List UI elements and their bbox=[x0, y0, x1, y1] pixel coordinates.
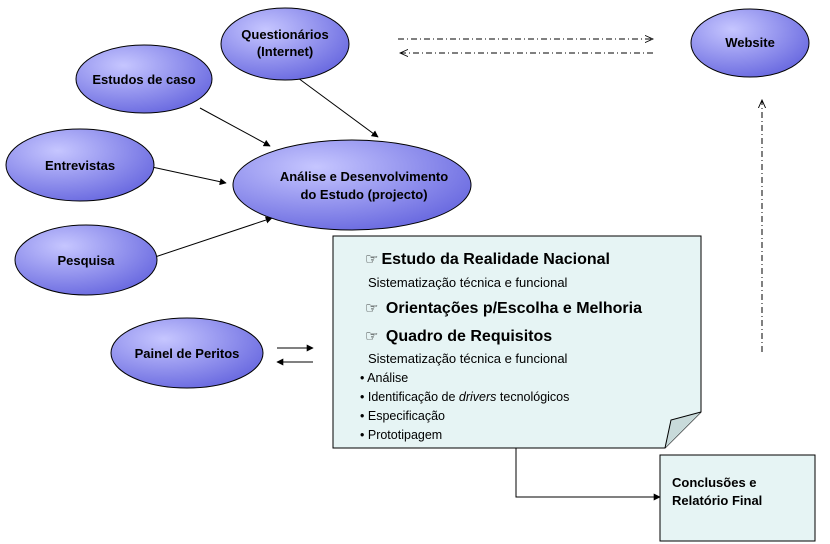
pointing-hand-icon: ☞ bbox=[365, 328, 379, 345]
arrow-pesquisa-analise bbox=[154, 216, 273, 258]
arrow-note-to-conclusoes bbox=[515, 448, 661, 501]
label-analise-1: Análise e Desenvolvimento bbox=[280, 169, 448, 184]
ellipse-estudos-caso: Estudos de caso bbox=[75, 44, 213, 114]
heading-estudo-realidade: ☞Estudo da Realidade Nacional bbox=[365, 250, 610, 269]
arrow-questionarios-analise bbox=[297, 77, 379, 138]
conclusoes-text: Conclusões e Relatório Final bbox=[672, 474, 802, 510]
bullet-identificacao-em: drivers bbox=[458, 390, 497, 404]
label-analise-2: do Estudo (projecto) bbox=[300, 187, 427, 202]
label-questionarios-2: (Internet) bbox=[257, 44, 313, 59]
heading-quadro-requisitos: ☞ Quadro de Requisitos bbox=[365, 327, 552, 346]
requirements-note: ☞Estudo da Realidade Nacional Sistematiz… bbox=[333, 236, 701, 448]
bullet-especificacao-text: Especificação bbox=[367, 409, 445, 423]
pointing-hand-icon: ☞ bbox=[365, 251, 379, 268]
label-estudos-caso: Estudos de caso bbox=[92, 72, 195, 87]
bullet-analise: • Análise bbox=[360, 371, 409, 385]
heading-estudo-realidade-text: Estudo da Realidade Nacional bbox=[381, 251, 610, 268]
ellipse-website: Website bbox=[690, 8, 810, 78]
bullet-identificacao-post: tecnológicos bbox=[496, 390, 570, 404]
heading-orientacoes: ☞ Orientações p/Escolha e Melhoria bbox=[365, 299, 642, 318]
subtext-sistematizacao-2: Sistematização técnica e funcional bbox=[368, 351, 568, 366]
label-entrevistas: Entrevistas bbox=[45, 158, 115, 173]
note-shape bbox=[332, 235, 702, 449]
conclusoes-box bbox=[659, 454, 816, 542]
bullet-identificacao: • Identificação de drivers tecnológicos bbox=[360, 390, 570, 404]
bullet-prototipagem-text: Prototipagem bbox=[367, 428, 443, 442]
bullet-especificacao: • Especificação bbox=[360, 409, 445, 423]
ellipse-analise: Análise e Desenvolvimento do Estudo (pro… bbox=[232, 139, 472, 231]
label-questionarios-1: Questionários bbox=[241, 27, 328, 42]
ellipse-questionarios: Questionários (Internet) bbox=[220, 7, 350, 81]
bullet-identificacao-pre: Identificação de bbox=[367, 390, 459, 404]
bullet-analise-text: Análise bbox=[367, 371, 409, 385]
label-pesquisa: Pesquisa bbox=[57, 253, 115, 268]
conclusoes-line-2: Relatório Final bbox=[672, 493, 763, 508]
subtext-sistematizacao-1: Sistematização técnica e funcional bbox=[368, 275, 568, 290]
label-painel-peritos: Painel de Peritos bbox=[135, 346, 240, 361]
bullet-prototipagem: • Prototipagem bbox=[360, 428, 443, 442]
ellipse-entrevistas: Entrevistas bbox=[5, 128, 155, 202]
label-website: Website bbox=[725, 35, 775, 50]
heading-quadro-requisitos-text: Quadro de Requisitos bbox=[385, 328, 553, 345]
heading-orientacoes-text: Orientações p/Escolha e Melhoria bbox=[385, 300, 642, 317]
conclusoes-line-1: Conclusões e bbox=[672, 475, 757, 490]
ellipse-pesquisa: Pesquisa bbox=[14, 224, 158, 296]
ellipse-painel-peritos: Painel de Peritos bbox=[110, 317, 264, 389]
arrow-estudos-analise bbox=[199, 107, 271, 147]
pointing-hand-icon: ☞ bbox=[365, 300, 379, 317]
arrow-entrevistas-analise bbox=[151, 166, 227, 186]
connectors bbox=[151, 39, 762, 501]
